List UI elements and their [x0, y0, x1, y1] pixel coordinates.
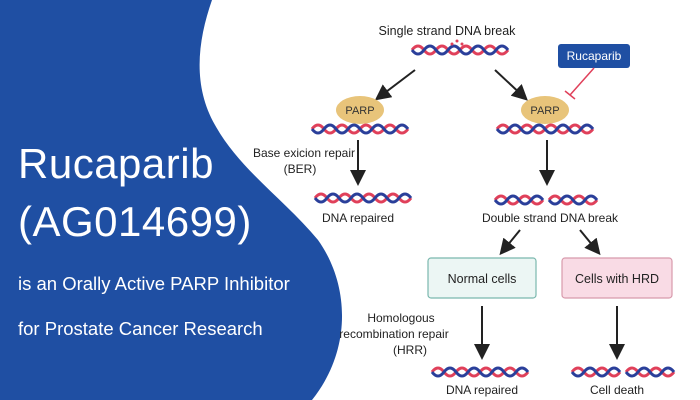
headline-compound-code: (AG014699) [18, 198, 252, 245]
hrd-cells-label: Cells with HRD [575, 272, 659, 286]
dna-parp-left-icon [310, 123, 410, 135]
dna-parp-right-icon [495, 123, 595, 135]
parp-right-enzyme [521, 96, 569, 124]
dna-double-break-icon [493, 194, 599, 206]
hrr-label-line2: recombination repair [339, 327, 448, 341]
ber-label-line1: Base exicion repair [253, 146, 355, 160]
ber-label-line2: (BER) [284, 162, 317, 176]
parp-left-label: PARP [345, 105, 374, 117]
headline-description-line1: is an Orally Active PARP Inhibitor [18, 273, 290, 294]
hrr-label-line1: Homologous [367, 311, 434, 325]
hrd-cells-box [561, 257, 673, 299]
normal-cells-box [427, 257, 537, 299]
parp-right-label: PARP [530, 105, 559, 117]
headline-drug-name: Rucaparib [18, 140, 214, 187]
hrr-label-line3: (HRR) [393, 343, 427, 357]
arrow-to-parp-right [494, 69, 528, 101]
headline-description-line2: for Prostate Cancer Research [18, 318, 263, 339]
dna-repaired-top-icon [313, 192, 413, 204]
dna-repaired-top-label: DNA repaired [322, 211, 394, 225]
arrow-to-hrd-cells [579, 229, 601, 256]
single-strand-break-label: Single strand DNA break [379, 24, 517, 38]
rucaparib-label: Rucaparib [567, 49, 622, 63]
dna-repaired-bottom-icon [430, 366, 530, 378]
double-break-label: Double strand DNA break [482, 211, 619, 225]
cell-death-label: Cell death [590, 383, 644, 397]
dna-broken-icon [570, 366, 676, 378]
arrow-to-parp-left [374, 69, 416, 101]
normal-cells-label: Normal cells [448, 272, 517, 286]
arrow-to-normal-cells [499, 229, 521, 256]
parp-left-enzyme [336, 96, 384, 124]
dna-single-break-icon [410, 39, 510, 56]
rucaparib-box [558, 44, 630, 68]
inhibition-bar [564, 90, 576, 100]
dna-repaired-bottom-label: DNA repaired [446, 383, 518, 397]
inhibition-line [569, 67, 595, 96]
